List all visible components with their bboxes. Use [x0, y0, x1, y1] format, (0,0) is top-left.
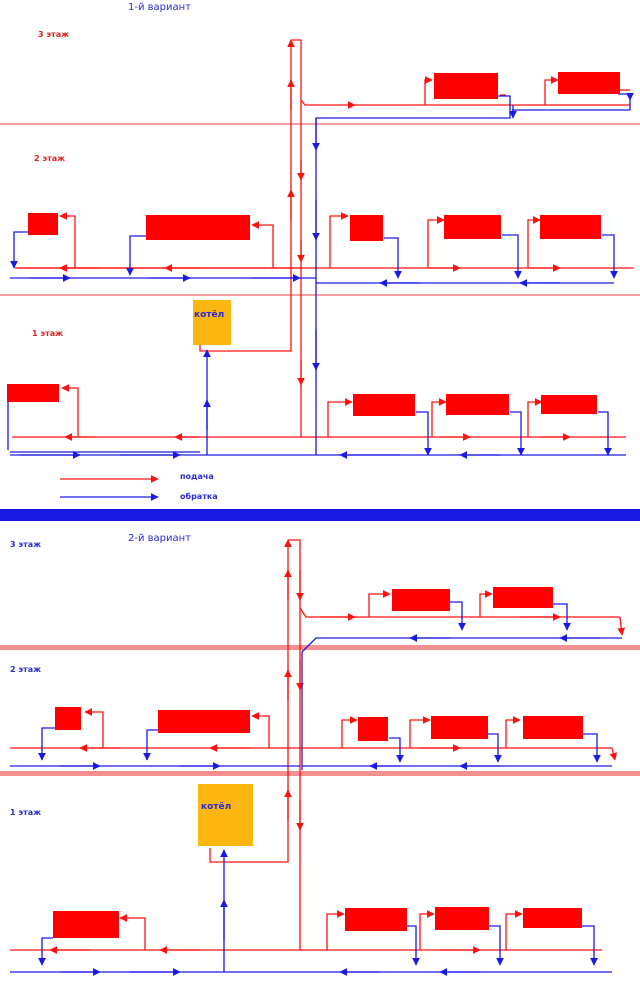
v2-boiler-label: котёл [201, 802, 231, 812]
variant-separator [0, 509, 640, 521]
v2-radiator-f3-1 [392, 589, 450, 611]
v2-radiators [53, 587, 583, 938]
v1-return-network [7, 92, 634, 459]
v2-floor-divider-3-2 [0, 645, 640, 650]
v1-radiator-f1-2 [353, 394, 415, 416]
legend: подача обратка [60, 472, 218, 501]
variant1-floor3-label: 3 этаж [38, 30, 69, 39]
legend-supply-label: подача [180, 472, 214, 481]
v1-radiator-f1-4 [541, 395, 597, 414]
v2-return-network [10, 601, 622, 976]
v1-radiator-f2-5 [540, 215, 601, 239]
v2-boiler: котёл [198, 784, 253, 846]
v1-radiator-f3-1 [434, 73, 498, 99]
v2-floor-divider-2-1 [0, 771, 640, 776]
v2-radiator-f2-5 [523, 716, 583, 739]
v2-radiator-f1-3 [435, 907, 489, 930]
variant1-floor1-label: 1 этаж [32, 329, 63, 338]
v1-boiler: котёл [193, 300, 231, 345]
v2-supply-network [10, 539, 626, 954]
v1-radiator-f1-1 [7, 384, 59, 402]
v2-radiator-f3-2 [493, 587, 553, 608]
v1-radiator-f2-4 [444, 215, 501, 239]
v2-radiator-f1-4 [523, 908, 582, 928]
variant2-floor1-label: 1 этаж [10, 808, 41, 817]
v1-supply-network [12, 39, 634, 441]
v2-radiator-f2-2 [158, 710, 250, 733]
variant2-title: 2-й вариант [128, 533, 191, 544]
v1-radiator-f2-3 [350, 215, 383, 241]
v2-radiator-f2-1 [55, 707, 81, 730]
v2-radiator-f2-4 [431, 716, 488, 739]
legend-return-label: обратка [180, 491, 218, 501]
v1-radiators [7, 72, 620, 416]
v2-radiator-f2-3 [358, 717, 388, 741]
v2-radiator-f1-1 [53, 911, 119, 938]
variant2-floor2-label: 2 этаж [10, 665, 41, 674]
v1-radiator-f2-2 [146, 215, 250, 240]
v1-boiler-label: котёл [194, 310, 224, 320]
v2-radiator-f1-2 [345, 908, 407, 931]
variant2-floor3-label: 3 этаж [10, 540, 41, 549]
variant1-title: 1-й вариант [128, 2, 191, 13]
v1-radiator-f3-2 [558, 72, 620, 94]
v1-radiator-f1-3 [446, 394, 509, 415]
v1-radiator-f2-1 [28, 213, 58, 235]
variant1-floor2-label: 2 этаж [34, 154, 65, 163]
